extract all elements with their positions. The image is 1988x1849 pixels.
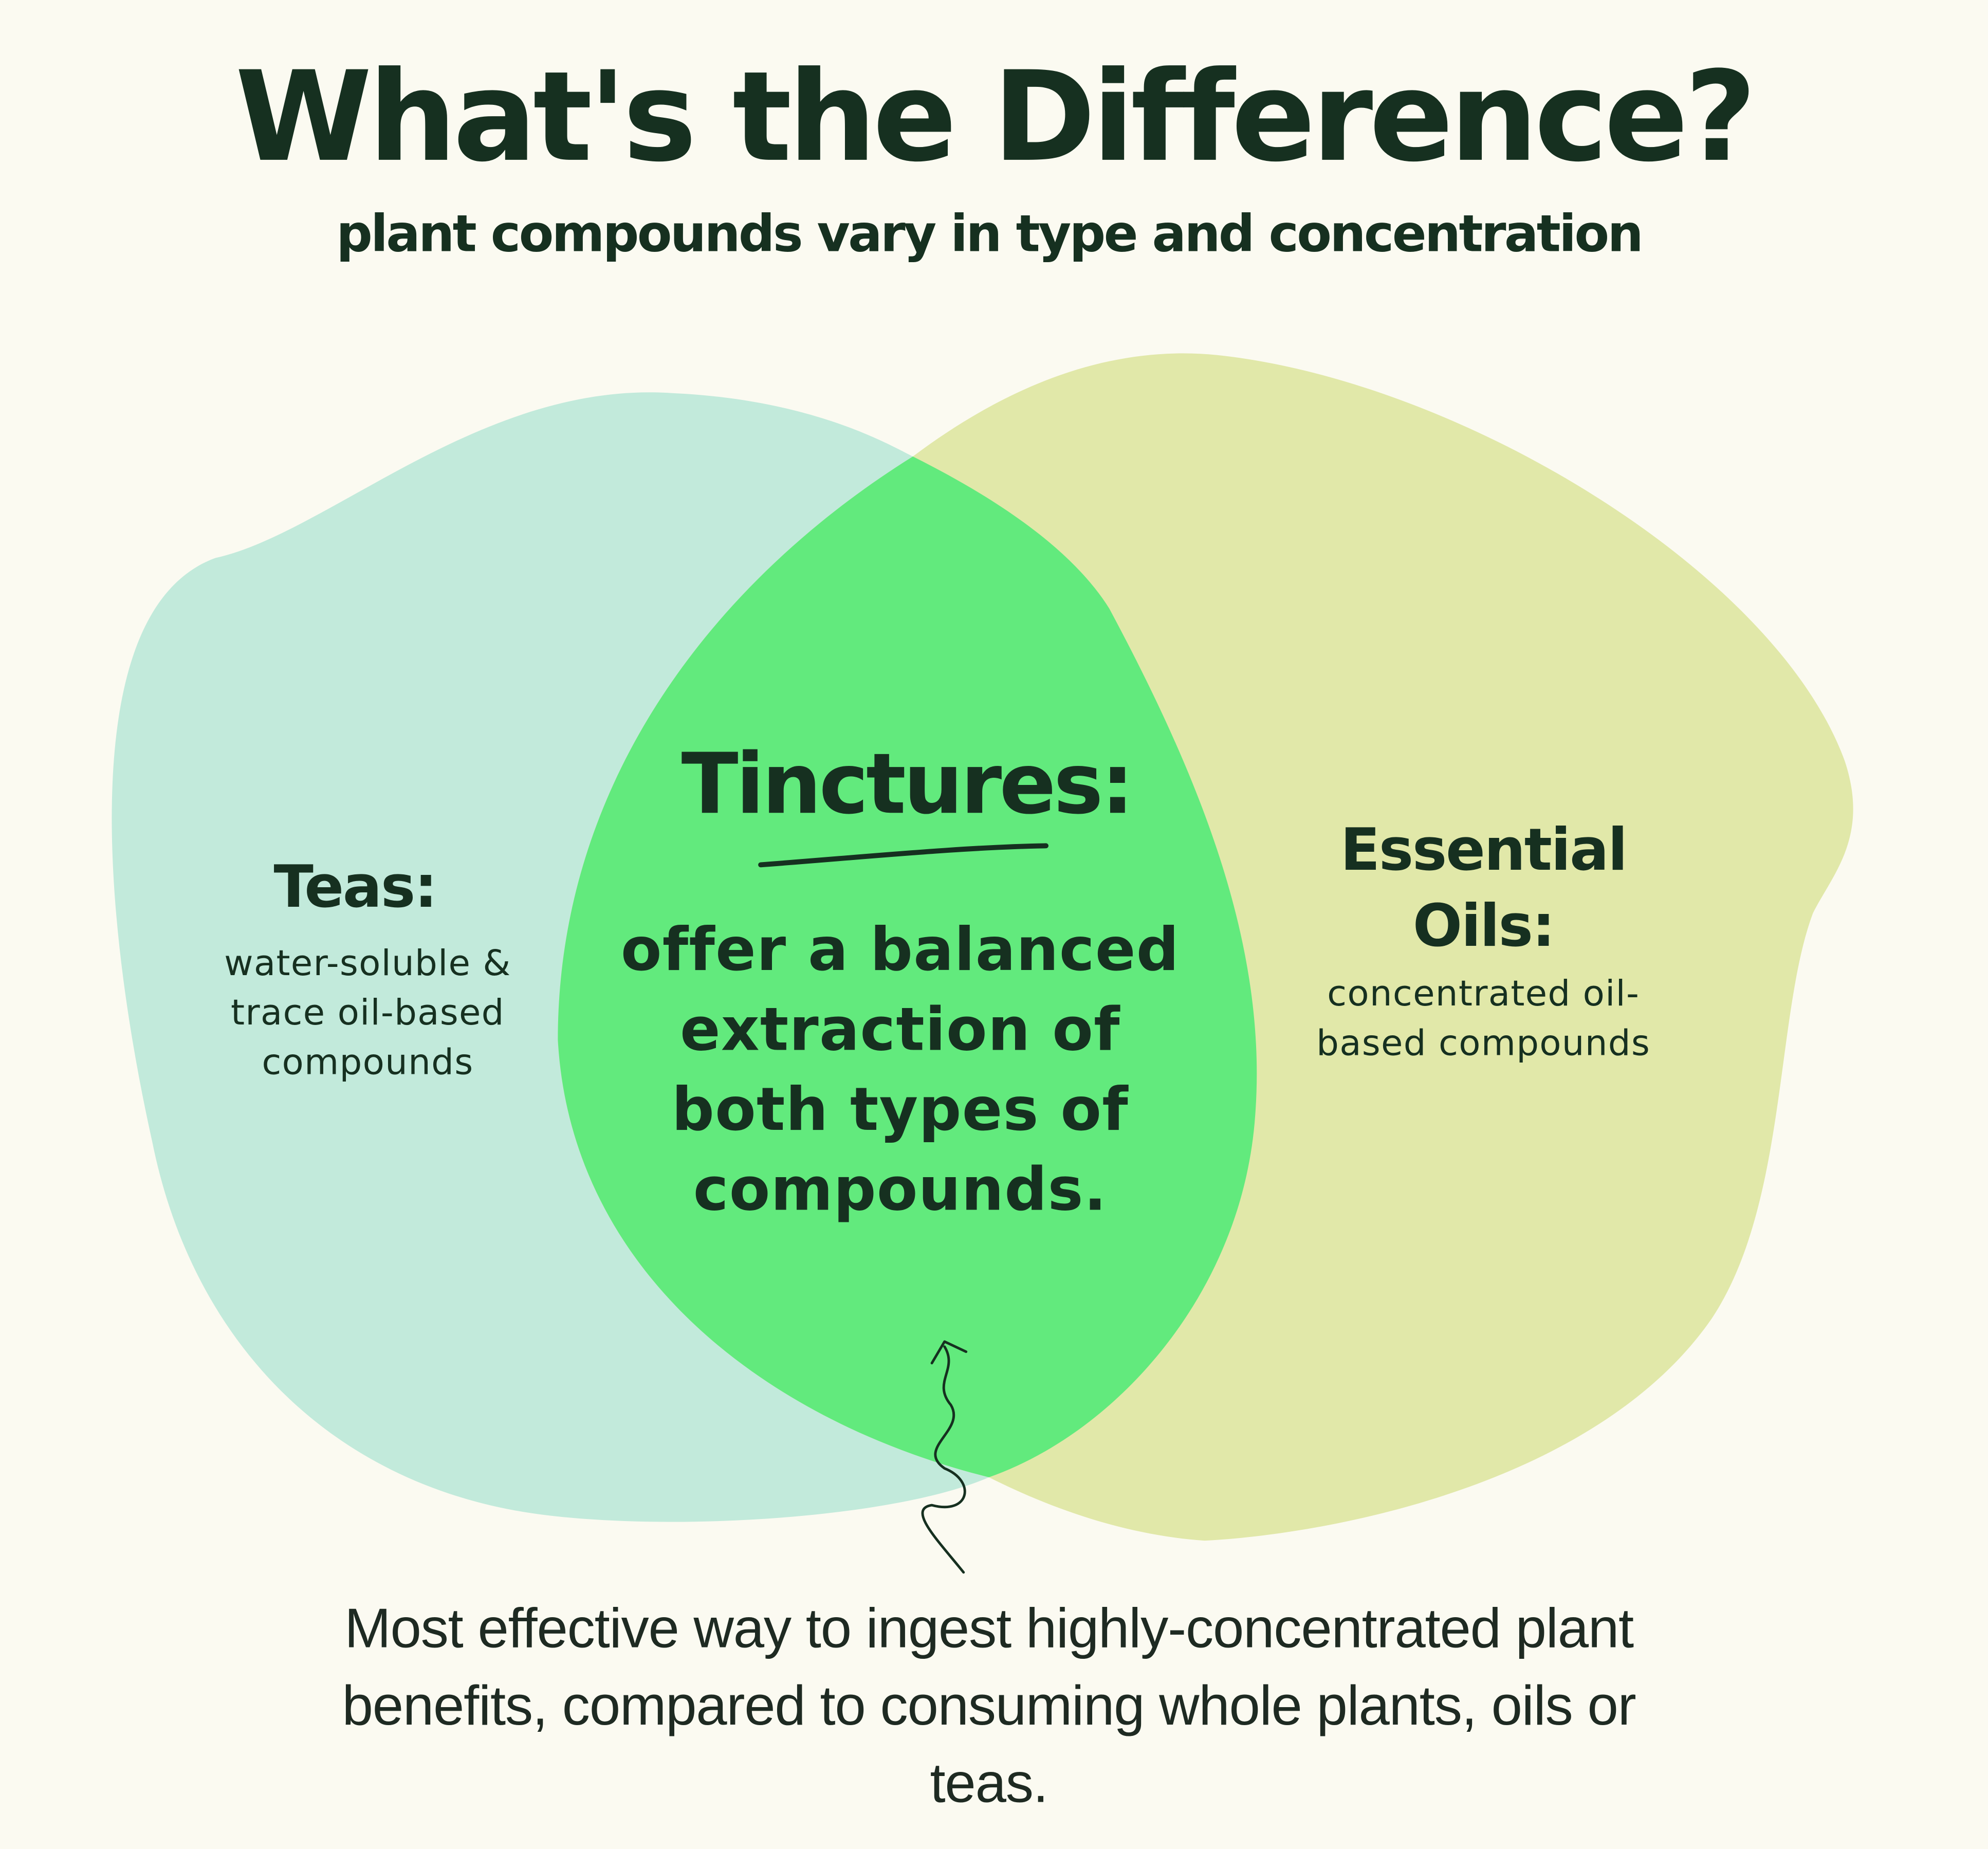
squiggle-arrow-icon (921, 1340, 968, 1574)
tinctures-description: offer a balanced extraction of both type… (620, 916, 1180, 1225)
teas-description: water-soluble & trace oil-based compound… (224, 942, 511, 1083)
essential-oils-heading: Essential Oils: (1340, 815, 1628, 960)
page-title: What's the Difference? (235, 45, 1757, 191)
tinctures-underline (758, 843, 1049, 868)
tinctures-heading: Tinctures: (681, 735, 1134, 833)
essential-oils-description: concentrated oil-based compounds (1316, 973, 1651, 1064)
subtitle: plant compounds vary in type and concent… (336, 205, 1644, 264)
tinctures-overlap (558, 456, 1257, 1477)
footer-note: Most effective way to ingest highly-conc… (342, 1598, 1636, 1815)
teas-heading: Teas: (273, 852, 437, 921)
